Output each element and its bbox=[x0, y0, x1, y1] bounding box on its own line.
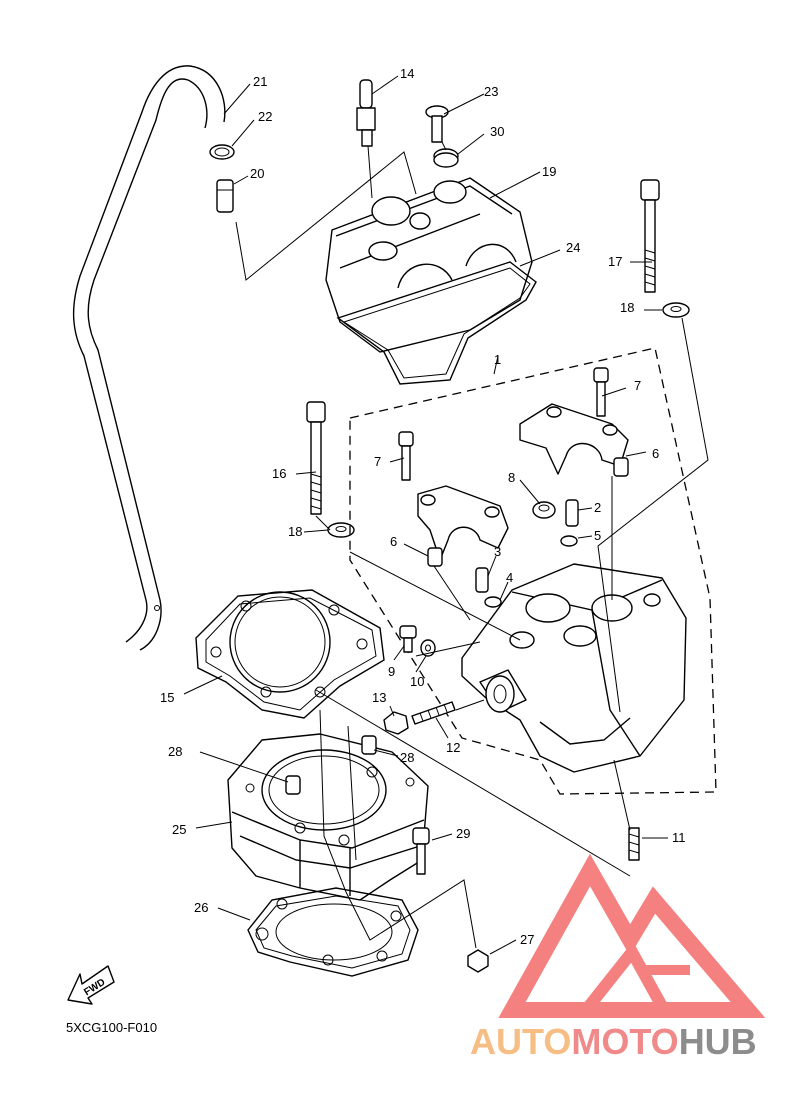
cylinder-nut bbox=[467, 949, 489, 973]
part-label-27: 27 bbox=[520, 932, 534, 947]
part-label-13: 13 bbox=[372, 690, 386, 705]
cam-cap-bolt-left bbox=[398, 431, 414, 481]
part-label-19: 19 bbox=[542, 164, 556, 179]
spark-plug bbox=[356, 79, 376, 147]
part-label-11: 11 bbox=[672, 830, 686, 845]
cam-cap-bolt-right bbox=[593, 367, 609, 417]
leader-lines bbox=[183, 75, 668, 955]
camshaft-cap-right bbox=[519, 403, 629, 475]
cylinder-dowel-left bbox=[285, 775, 301, 795]
exhaust-stud bbox=[411, 701, 456, 725]
part-label-30: 30 bbox=[490, 124, 504, 139]
part-label-5: 5 bbox=[594, 528, 601, 543]
cylinder-head-cover bbox=[325, 177, 533, 353]
cover-grommet bbox=[433, 148, 459, 168]
circlip-exhaust bbox=[560, 535, 578, 547]
svg-text:AUTOMOTOHUB: AUTOMOTOHUB bbox=[470, 1021, 757, 1062]
wordmark-auto: AUTO bbox=[470, 1021, 571, 1062]
part-label-6-right: 6 bbox=[652, 446, 659, 461]
breather-nipple bbox=[216, 179, 234, 213]
valve-guide-intake bbox=[475, 567, 489, 593]
head-bolt-right bbox=[640, 179, 660, 293]
part-label-21: 21 bbox=[253, 74, 267, 89]
part-label-20: 20 bbox=[250, 166, 264, 181]
head-bolt-washer-right bbox=[662, 302, 690, 318]
part-label-10: 10 bbox=[410, 674, 424, 689]
part-label-22: 22 bbox=[258, 109, 272, 124]
part-label-17: 17 bbox=[608, 254, 622, 269]
part-label-26: 26 bbox=[194, 900, 208, 915]
wordmark-moto: MOTO bbox=[571, 1021, 678, 1062]
part-label-25: 25 bbox=[172, 822, 186, 837]
part-label-3: 3 bbox=[494, 544, 501, 559]
cylinder bbox=[227, 733, 429, 901]
part-label-8: 8 bbox=[508, 470, 515, 485]
automotohub-wordmark: AUTOMOTOHUB bbox=[470, 1021, 757, 1062]
cover-bolt bbox=[425, 105, 449, 143]
part-label-6-left: 6 bbox=[390, 534, 397, 549]
cover-gasket bbox=[336, 261, 537, 385]
part-label-18-right: 18 bbox=[620, 300, 634, 315]
part-label-2: 2 bbox=[594, 500, 601, 515]
circlip-intake bbox=[484, 596, 502, 608]
oil-check-washer bbox=[420, 639, 436, 657]
part-label-7-right: 7 bbox=[634, 378, 641, 393]
blind-plug bbox=[532, 501, 556, 519]
assembly-lines bbox=[235, 141, 709, 949]
cylinder-head-gasket bbox=[195, 589, 385, 719]
part-label-24: 24 bbox=[566, 240, 580, 255]
breather-hose bbox=[72, 65, 226, 651]
cylinder-stud bbox=[628, 827, 640, 861]
part-label-12: 12 bbox=[446, 740, 460, 755]
part-label-15: 15 bbox=[160, 690, 174, 705]
part-label-18-left: 18 bbox=[288, 524, 302, 539]
part-label-28-left: 28 bbox=[168, 744, 182, 759]
dowel-pin-left bbox=[427, 547, 443, 567]
cylinder-base-gasket bbox=[247, 887, 419, 977]
wordmark-hub: HUB bbox=[679, 1021, 757, 1062]
camshaft-cap-left bbox=[417, 485, 509, 561]
part-label-14: 14 bbox=[400, 66, 414, 81]
part-labels: 21 22 20 14 23 30 19 24 17 18 1 7 16 7 6… bbox=[160, 66, 686, 947]
part-label-28-right: 28 bbox=[400, 750, 414, 765]
stud-nut bbox=[383, 711, 409, 735]
part-label-23: 23 bbox=[484, 84, 498, 99]
part-label-4: 4 bbox=[506, 570, 513, 585]
part-label-29: 29 bbox=[456, 826, 470, 841]
automotohub-logo bbox=[498, 853, 766, 1018]
oil-check-bolt bbox=[399, 625, 417, 653]
part-label-16: 16 bbox=[272, 466, 286, 481]
dowel-pin-right bbox=[613, 457, 629, 477]
forward-arrow-icon: FWD bbox=[67, 965, 115, 1005]
part-label-9: 9 bbox=[388, 664, 395, 679]
head-bolt-left bbox=[306, 401, 326, 515]
part-label-7-left: 7 bbox=[374, 454, 381, 469]
hose-clamp bbox=[209, 144, 235, 160]
cylinder-bolt bbox=[412, 827, 430, 875]
valve-guide-exhaust bbox=[565, 499, 579, 527]
drawing-code: 5XCG100-F010 bbox=[66, 1020, 157, 1035]
head-assembly-boundary bbox=[349, 347, 717, 795]
part-label-1: 1 bbox=[494, 352, 501, 367]
cylinder-head bbox=[461, 563, 687, 773]
cylinder-dowel-right bbox=[361, 735, 377, 755]
